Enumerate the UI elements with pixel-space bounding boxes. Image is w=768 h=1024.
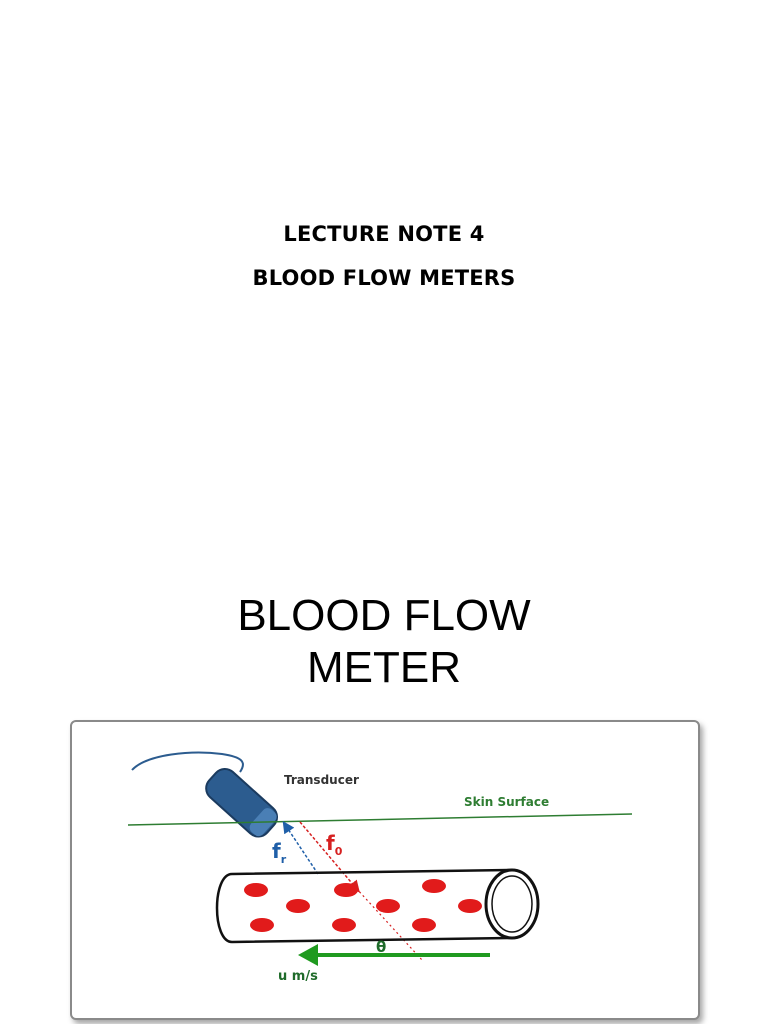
blood-cell bbox=[286, 899, 310, 913]
slide-title: BLOOD FLOW METER bbox=[0, 590, 768, 694]
beam-extension-line bbox=[355, 887, 423, 961]
blood-cell bbox=[332, 918, 356, 932]
received-frequency-label: fr bbox=[272, 839, 287, 866]
slide-title-line-1: BLOOD FLOW bbox=[237, 591, 531, 640]
blood-cell bbox=[250, 918, 274, 932]
blood-cell bbox=[376, 899, 400, 913]
skin-surface-line bbox=[127, 813, 633, 826]
skin-surface-label: Skin Surface bbox=[464, 795, 549, 809]
angle-label: θ bbox=[376, 938, 386, 956]
blood-cell bbox=[412, 918, 436, 932]
received-wave-arrow bbox=[282, 821, 319, 875]
transmitted-wave-arrow bbox=[299, 821, 360, 893]
transducer-label: Transducer bbox=[284, 773, 359, 787]
blood-cell bbox=[334, 883, 358, 897]
lecture-header: LECTURE NOTE 4 BLOOD FLOW METERS bbox=[0, 212, 768, 300]
transducer-cable bbox=[131, 751, 244, 773]
transmitted-frequency-label: f0 bbox=[326, 831, 343, 858]
doppler-diagram-frame: Transducer Skin Surface fr f0 bbox=[70, 720, 700, 1020]
velocity-label: u m/s bbox=[278, 969, 318, 984]
blood-cell bbox=[244, 883, 268, 897]
red-blood-cells bbox=[244, 879, 482, 932]
blood-vessel bbox=[215, 868, 540, 944]
blood-cell bbox=[422, 879, 446, 893]
slide-title-line-2: METER bbox=[307, 643, 461, 692]
doppler-flowmeter-diagram: Transducer Skin Surface fr f0 bbox=[127, 751, 633, 984]
blood-cell bbox=[458, 899, 482, 913]
lecture-topic: BLOOD FLOW METERS bbox=[252, 266, 516, 290]
flow-direction-arrow bbox=[298, 944, 490, 966]
transducer-probe bbox=[205, 767, 279, 838]
lecture-note-number: LECTURE NOTE 4 bbox=[283, 222, 485, 246]
